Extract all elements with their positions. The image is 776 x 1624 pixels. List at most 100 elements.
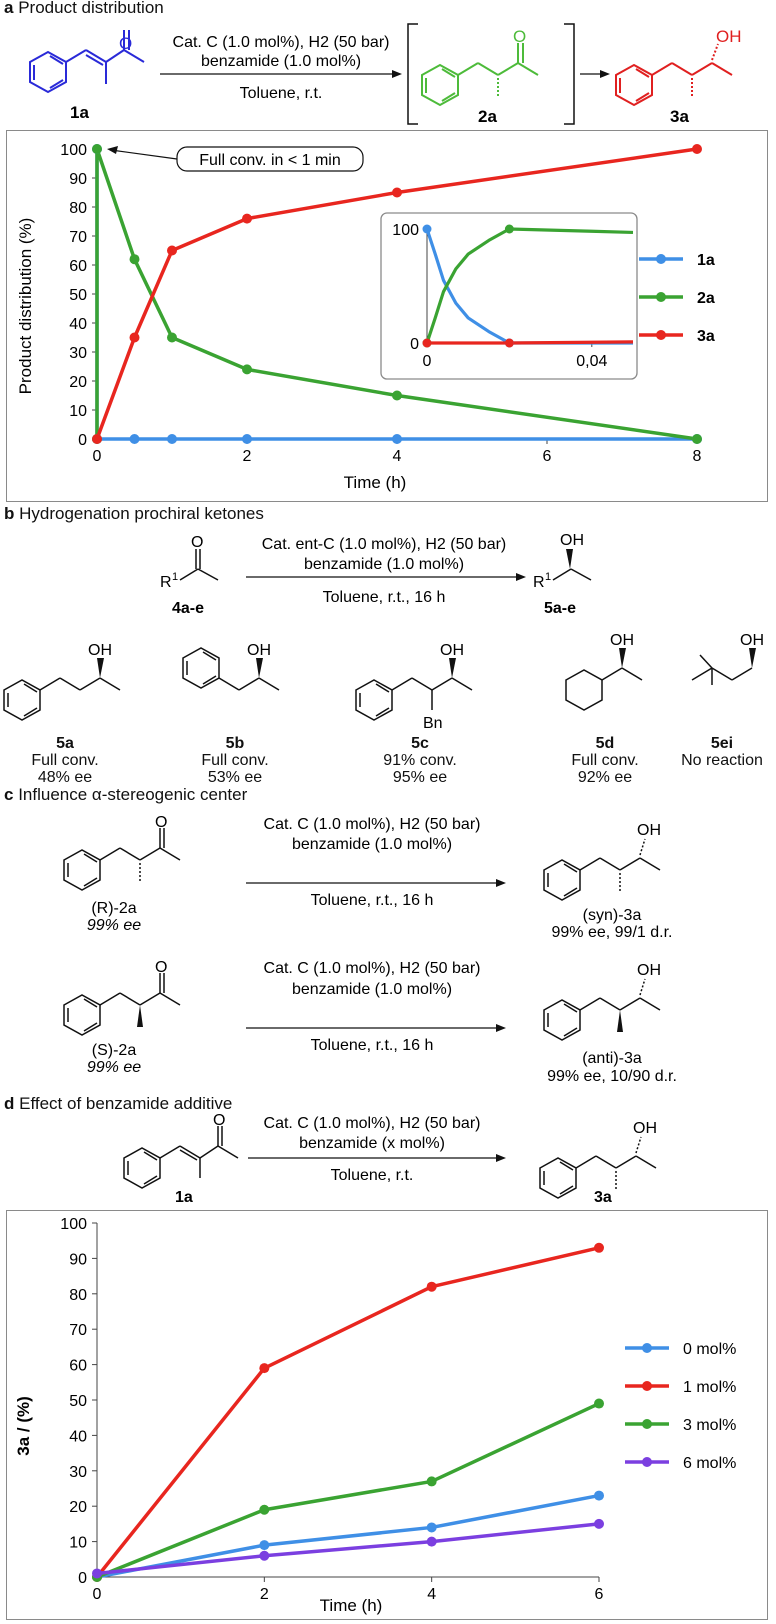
y-tick-label: 60 (69, 258, 87, 275)
inset-frame (380, 212, 638, 380)
cond-b-1: Cat. ent-C (1.0 mol%), H2 (50 bar) (262, 536, 507, 553)
data-point (392, 390, 402, 401)
svg-text:OH: OH (637, 822, 661, 839)
svg-text:OH: OH (247, 642, 271, 659)
series-line-3mol (96, 1401, 600, 1579)
inset-y-tick-label: 0 (410, 336, 419, 353)
inset-x-tick-label: 0 (423, 353, 432, 370)
inset-x-tick-label: 0,04 (576, 353, 607, 370)
legend-label: 6 mol% (683, 1455, 736, 1472)
data-point (259, 1550, 270, 1561)
svg-text:1: 1 (172, 571, 178, 583)
legend-marker (656, 292, 666, 302)
series-line-6mol (96, 1522, 600, 1576)
y-axis-label-a: Product distribution (%) (16, 218, 35, 395)
data-point (426, 1536, 437, 1547)
molecule-1a (29, 30, 145, 94)
molecule-5 (552, 568, 592, 581)
legend-label: 0 mol% (683, 1341, 736, 1358)
svg-text:OH: OH (740, 632, 764, 649)
cond-c2-1: Cat. C (1.0 mol%), H2 (50 bar) (264, 960, 481, 977)
data-point (426, 1522, 437, 1533)
cond-b-3: Toluene, r.t., 16 h (323, 589, 446, 606)
data-point (259, 1540, 270, 1551)
x-tick-label: 0 (93, 1586, 102, 1603)
cond-d-1: Cat. C (1.0 mol%), H2 (50 bar) (264, 1115, 481, 1132)
c-row2-ee: 99% ee (87, 1059, 141, 1076)
c-row1-info: 99% ee, 99/1 d.r. (552, 924, 673, 941)
molecule-3a (615, 43, 733, 107)
product-5b: 5b Full conv. 53% ee (201, 735, 269, 786)
x-tick-label: 2 (243, 448, 252, 465)
data-point (426, 1281, 437, 1292)
cond-a-3: Toluene, r.t. (240, 85, 323, 102)
x-tick-label: 6 (595, 1586, 604, 1603)
data-point (692, 434, 702, 444)
data-point (92, 1568, 102, 1579)
cond-c1-1: Cat. C (1.0 mol%), H2 (50 bar) (264, 816, 481, 833)
y-tick-label: 80 (69, 1287, 87, 1304)
c-row1-ee: 99% ee (87, 917, 141, 934)
molecule-2a (421, 43, 539, 107)
cond-a-2: benzamide (1.0 mol%) (201, 53, 361, 70)
c-row1-sm: (R)-2a (91, 900, 136, 917)
c-row2-sm: (S)-2a (92, 1042, 137, 1059)
scheme-c: O OH O OH Cat. C (1.0 mol%), H2 (50 bar)… (63, 814, 677, 1085)
data-point (392, 434, 402, 444)
svg-text:O: O (155, 959, 167, 976)
product-5a: 5a Full conv. 48% ee (31, 735, 99, 786)
x-tick-label: 2 (260, 1586, 269, 1603)
data-point (129, 332, 140, 343)
series-line-1mol (95, 1246, 600, 1579)
y-tick-label: 50 (69, 287, 87, 304)
legend-d: 0 mol%1 mol%3 mol%6 mol% (625, 1341, 736, 1472)
svg-text:OH: OH (716, 27, 742, 46)
x-tick-label: 8 (693, 448, 702, 465)
y-tick-label: 70 (69, 229, 87, 246)
y-tick-label: 0 (78, 432, 87, 449)
data-point (167, 245, 177, 256)
y-tick-label: 90 (69, 171, 87, 188)
svg-text:O: O (513, 27, 526, 46)
data-point (242, 364, 252, 375)
x-axis-label-d: Time (h) (320, 1596, 383, 1615)
y-tick-label: 50 (69, 1393, 87, 1410)
inset-point (422, 224, 432, 234)
svg-text:O: O (213, 1112, 225, 1129)
label-5: 5a-e (544, 600, 576, 617)
molecule-4 (179, 549, 219, 581)
y-tick-label: 100 (60, 142, 87, 159)
products-5-labels: 5a Full conv. 48% ee 5b Full conv. 53% e… (0, 735, 776, 786)
scheme-a: O 1a Cat. C (1.0 mol%), H2 (50 bar) benz… (29, 23, 742, 126)
data-point (259, 1504, 270, 1515)
y-tick-label: 30 (69, 1464, 87, 1481)
inset-point (504, 338, 514, 348)
y-tick-label: 80 (69, 200, 87, 217)
cond-c1-3b: Toluene, r.t., 16 h (311, 892, 434, 909)
inset-line-3a (427, 340, 634, 345)
data-point (426, 1476, 437, 1487)
svg-text:O: O (191, 534, 203, 551)
data-point (594, 1242, 604, 1253)
svg-text:Bn: Bn (423, 715, 443, 732)
data-point (594, 1490, 604, 1501)
legend-marker (642, 1343, 652, 1353)
legend-marker (656, 254, 666, 264)
series-line-3a (95, 147, 698, 440)
legend-marker (642, 1381, 652, 1391)
data-point (692, 144, 702, 154)
product-5d: 5d Full conv. 92% ee (571, 735, 639, 786)
legend-label: 1 mol% (683, 1379, 736, 1396)
product-5e: 5ei No reaction (681, 735, 763, 769)
y-tick-label: 70 (69, 1322, 87, 1339)
cond-d-3: Toluene, r.t. (331, 1167, 414, 1184)
inset-point (422, 338, 432, 348)
section-b-title: b Hydrogenation prochiral ketones (4, 504, 264, 523)
y-tick-label: 40 (69, 1428, 87, 1445)
data-point (392, 187, 402, 198)
legend-marker (656, 330, 666, 340)
data-point (167, 332, 177, 343)
cond-a-1: Cat. C (1.0 mol%), H2 (50 bar) (173, 34, 390, 51)
